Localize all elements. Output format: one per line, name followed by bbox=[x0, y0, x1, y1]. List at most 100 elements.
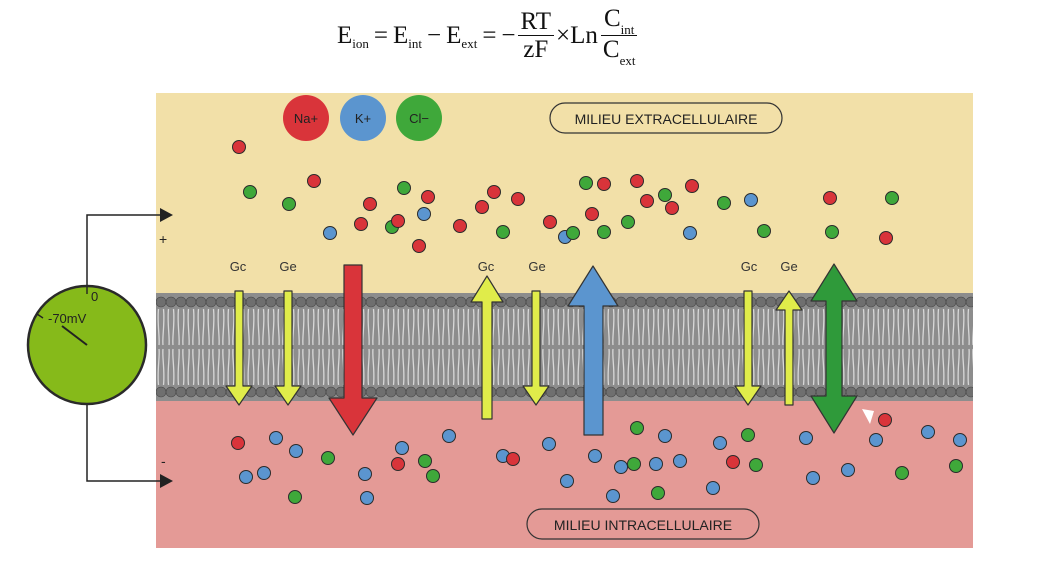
potassium-ion bbox=[806, 471, 820, 485]
channel-label-ge: Ge bbox=[279, 259, 296, 274]
potassium-ion bbox=[713, 436, 727, 450]
negative-terminal-label: - bbox=[161, 453, 166, 469]
sodium-ion bbox=[665, 201, 679, 215]
sodium-ion bbox=[726, 455, 740, 469]
chloride-ion bbox=[895, 466, 909, 480]
sodium-ion bbox=[487, 185, 501, 199]
intracellular-label: MILIEU INTRACELLULAIRE bbox=[554, 517, 732, 533]
sodium-ion bbox=[421, 190, 435, 204]
sodium-ion bbox=[685, 179, 699, 193]
chloride-ion bbox=[627, 457, 641, 471]
ge-down-arrow bbox=[274, 290, 302, 406]
chloride-ion bbox=[651, 486, 665, 500]
potassium-ion bbox=[841, 463, 855, 477]
channel-labels: Gc Ge Gc Ge Gc Ge bbox=[230, 259, 798, 274]
chloride-ion bbox=[496, 225, 510, 239]
chloride-ion bbox=[282, 197, 296, 211]
sodium-ion bbox=[597, 177, 611, 191]
potassium-ion bbox=[588, 449, 602, 463]
voltmeter-reading: -70mV bbox=[48, 311, 87, 326]
channel-label-ge: Ge bbox=[528, 259, 545, 274]
sodium-ion bbox=[506, 452, 520, 466]
potassium-ion bbox=[683, 226, 697, 240]
potassium-ion bbox=[560, 474, 574, 488]
chloride-ion bbox=[321, 451, 335, 465]
potassium-ion bbox=[614, 460, 628, 474]
potassium-legend-label: K+ bbox=[355, 111, 371, 126]
sodium-ion bbox=[630, 174, 644, 188]
chloride-ion bbox=[885, 191, 899, 205]
potassium-ion bbox=[323, 226, 337, 240]
chloride-ion bbox=[621, 215, 635, 229]
chloride-ion bbox=[717, 196, 731, 210]
potassium-efflux-arrow bbox=[567, 265, 619, 436]
sodium-legend-circle bbox=[283, 95, 329, 141]
sodium-ion bbox=[354, 217, 368, 231]
voltmeter: + - 0 -70mV bbox=[26, 208, 173, 488]
negative-lead-wire bbox=[86, 403, 160, 482]
chloride-ion bbox=[658, 188, 672, 202]
potassium-ion bbox=[542, 437, 556, 451]
gc-down-arrow bbox=[734, 290, 762, 406]
potassium-ion bbox=[606, 489, 620, 503]
negative-lead-arrowhead bbox=[160, 474, 173, 488]
ge-down-arrow bbox=[522, 290, 550, 406]
sodium-ion bbox=[585, 207, 599, 221]
potassium-ion bbox=[706, 481, 720, 495]
sodium-ion bbox=[543, 215, 557, 229]
positive-lead-arrowhead bbox=[160, 208, 173, 222]
chloride-bidirectional-arrow bbox=[810, 263, 858, 434]
potassium-ion bbox=[269, 431, 283, 445]
sodium-ion bbox=[391, 457, 405, 471]
extracellular-label-box bbox=[549, 102, 783, 134]
potassium-ion bbox=[257, 466, 271, 480]
potassium-ion bbox=[921, 425, 935, 439]
potassium-legend-circle bbox=[340, 95, 386, 141]
extracellular-region bbox=[156, 93, 973, 311]
potassium-ion bbox=[799, 431, 813, 445]
ion-particles bbox=[231, 140, 967, 505]
positive-terminal-label: + bbox=[159, 231, 167, 247]
chloride-ion bbox=[397, 181, 411, 195]
channel-label-ge: Ge bbox=[780, 259, 797, 274]
chloride-ion bbox=[418, 454, 432, 468]
sodium-ion bbox=[878, 413, 892, 427]
reading-tick bbox=[36, 313, 44, 319]
potassium-ion bbox=[358, 467, 372, 481]
gc-up-arrow bbox=[470, 275, 504, 420]
channel-label-gc: Gc bbox=[230, 259, 247, 274]
sodium-ion bbox=[453, 219, 467, 233]
sodium-ion bbox=[391, 214, 405, 228]
potassium-ion bbox=[239, 470, 253, 484]
chloride-ion bbox=[757, 224, 771, 238]
chloride-ion bbox=[288, 490, 302, 504]
sodium-ion bbox=[363, 197, 377, 211]
lipid-bilayer bbox=[156, 293, 973, 401]
potassium-ion bbox=[869, 433, 883, 447]
chloride-ion bbox=[630, 421, 644, 435]
white-marker bbox=[862, 409, 874, 424]
sodium-ion bbox=[475, 200, 489, 214]
chloride-ion bbox=[597, 225, 611, 239]
sodium-ion bbox=[823, 191, 837, 205]
potassium-ion bbox=[658, 429, 672, 443]
potassium-ion bbox=[744, 193, 758, 207]
chloride-legend-label: Cl− bbox=[409, 111, 429, 126]
chloride-ion bbox=[566, 226, 580, 240]
positive-lead-wire bbox=[86, 214, 160, 290]
ge-up-arrow bbox=[775, 290, 803, 406]
sodium-ion bbox=[232, 140, 246, 154]
potassium-ion bbox=[289, 444, 303, 458]
gc-down-arrow bbox=[225, 290, 253, 406]
potassium-ion bbox=[953, 433, 967, 447]
sodium-ion bbox=[307, 174, 321, 188]
channel-label-gc: Gc bbox=[741, 259, 758, 274]
potassium-ion bbox=[395, 441, 409, 455]
chloride-ion bbox=[825, 225, 839, 239]
chloride-ion bbox=[579, 176, 593, 190]
ion-legend: Na+ K+ Cl− bbox=[283, 95, 442, 141]
voltmeter-zero-label: 0 bbox=[91, 289, 98, 304]
sodium-legend-label: Na+ bbox=[294, 111, 318, 126]
